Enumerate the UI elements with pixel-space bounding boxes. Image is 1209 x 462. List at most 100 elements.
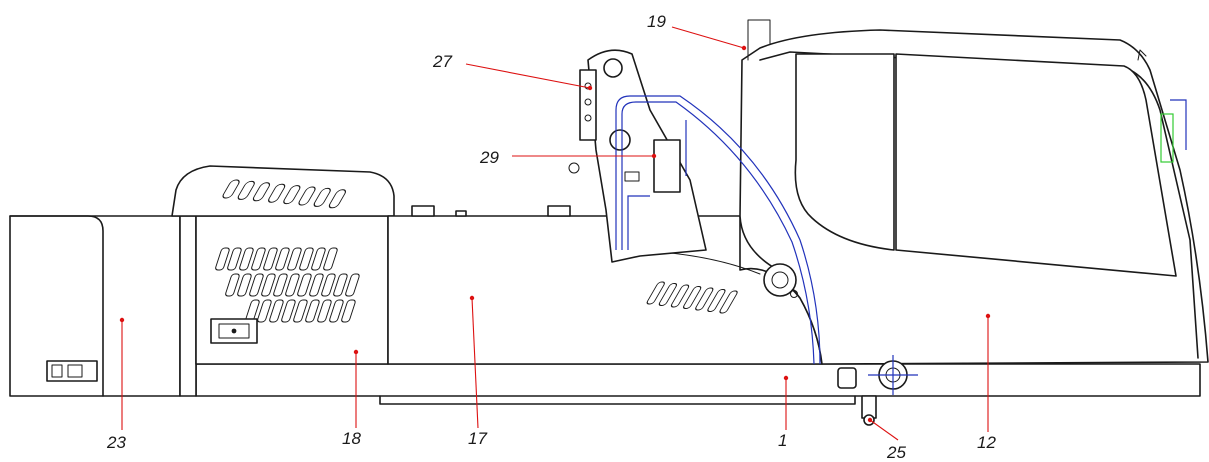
grille-slot	[333, 273, 348, 297]
panel-18-socket-pin	[231, 328, 237, 334]
hose-branch	[627, 195, 650, 250]
hood-slot	[252, 182, 271, 202]
grille-slot	[237, 273, 252, 297]
cabin-port-inner	[771, 271, 789, 289]
step-block	[837, 367, 857, 389]
callout-18: 18	[342, 429, 361, 448]
cap-2	[455, 210, 467, 217]
grille-slot	[263, 247, 278, 271]
bolt-1	[584, 82, 592, 90]
grille-slot	[345, 273, 360, 297]
cabin	[739, 19, 1209, 395]
grille-slot	[239, 247, 254, 271]
callout-12: 12	[977, 433, 996, 452]
hood-shell	[171, 165, 395, 217]
grille-slot	[257, 299, 272, 323]
leader-dot-c17	[469, 295, 475, 301]
hood-slot	[298, 186, 316, 206]
lower-pulley	[609, 129, 631, 151]
roof-mount	[747, 19, 771, 61]
grille-slot	[249, 273, 264, 297]
grille-slot	[251, 247, 266, 271]
callout-23: 23	[106, 433, 126, 452]
grille-slot	[273, 273, 288, 297]
leader-dot-c27	[587, 85, 593, 91]
leader-c17	[471, 297, 479, 429]
deck-plate	[195, 363, 1201, 397]
fender-vent-slots	[646, 281, 738, 314]
hose-outer	[615, 95, 821, 365]
cabin-side-window	[895, 53, 1177, 277]
hood	[165, 165, 395, 217]
component-29	[653, 139, 681, 193]
bolt-2	[584, 98, 592, 106]
hood-slot	[283, 185, 301, 205]
callout-labels: 19 27 29 23 18 17 1 25 12	[106, 12, 996, 462]
pillar-bracket	[1160, 113, 1174, 163]
grille-slot	[305, 299, 320, 323]
leader-dot-c12	[985, 313, 991, 319]
hood-slot	[328, 189, 347, 209]
grille-slot	[341, 299, 356, 323]
leader-dot-c25	[867, 417, 873, 423]
fender-slot	[658, 283, 678, 306]
grille-slot	[299, 247, 314, 271]
left-cabinet	[9, 215, 197, 397]
base-frame	[195, 363, 1201, 405]
fender-slot	[719, 290, 738, 314]
grille-slot	[293, 299, 308, 323]
grille-slot	[287, 247, 302, 271]
grille-slot	[329, 299, 344, 323]
hydraulic-hose	[615, 95, 1187, 365]
hood-vent-slots	[222, 179, 347, 209]
bolt-3	[584, 114, 592, 122]
leader-dot-c29	[651, 153, 657, 159]
hood-slot	[313, 187, 331, 207]
fender-slot	[646, 281, 665, 305]
leader-dot-c23	[119, 317, 125, 323]
fender-slot	[670, 284, 690, 308]
cabin-port	[763, 263, 797, 297]
hood-slot	[237, 180, 255, 200]
cabin-port-bolt	[790, 290, 798, 298]
leader-c25	[869, 419, 899, 441]
callout-27: 27	[432, 52, 452, 71]
grille-slot	[227, 247, 242, 271]
cap-3	[547, 205, 571, 217]
hood-slot	[222, 179, 240, 199]
panel-18-socket-inner	[218, 323, 250, 339]
grille-slot	[323, 247, 338, 271]
fender-slot	[683, 286, 702, 309]
grille-slot	[297, 273, 312, 297]
hose-right	[1170, 99, 1187, 150]
grille-slot	[261, 273, 276, 297]
grille-slot	[269, 299, 284, 323]
leader-dot-c18	[353, 349, 359, 355]
cap-1	[411, 205, 435, 217]
grille-slot	[317, 299, 332, 323]
cabinet-latch	[46, 360, 98, 382]
upper-pulley	[603, 58, 623, 78]
leader-c19	[671, 26, 745, 49]
grille-slot	[311, 247, 326, 271]
grille-slot	[215, 247, 230, 271]
callout-1: 1	[778, 431, 787, 450]
side-knob	[568, 162, 580, 174]
leader-c27	[465, 63, 591, 89]
fender-slot	[707, 289, 726, 312]
grille-slot	[275, 247, 290, 271]
latch-left	[51, 364, 63, 378]
hood-slot	[268, 183, 286, 203]
bracket-outline	[1160, 113, 1174, 163]
grille-slot	[321, 273, 336, 297]
callout-leaders	[119, 26, 991, 441]
callout-19: 19	[647, 12, 666, 31]
hose-inner	[621, 101, 815, 365]
deck-underside	[379, 395, 856, 405]
roof-corner	[1137, 49, 1147, 61]
panel-18	[195, 215, 389, 365]
grille-slot	[309, 273, 324, 297]
vent-grille	[215, 247, 360, 323]
